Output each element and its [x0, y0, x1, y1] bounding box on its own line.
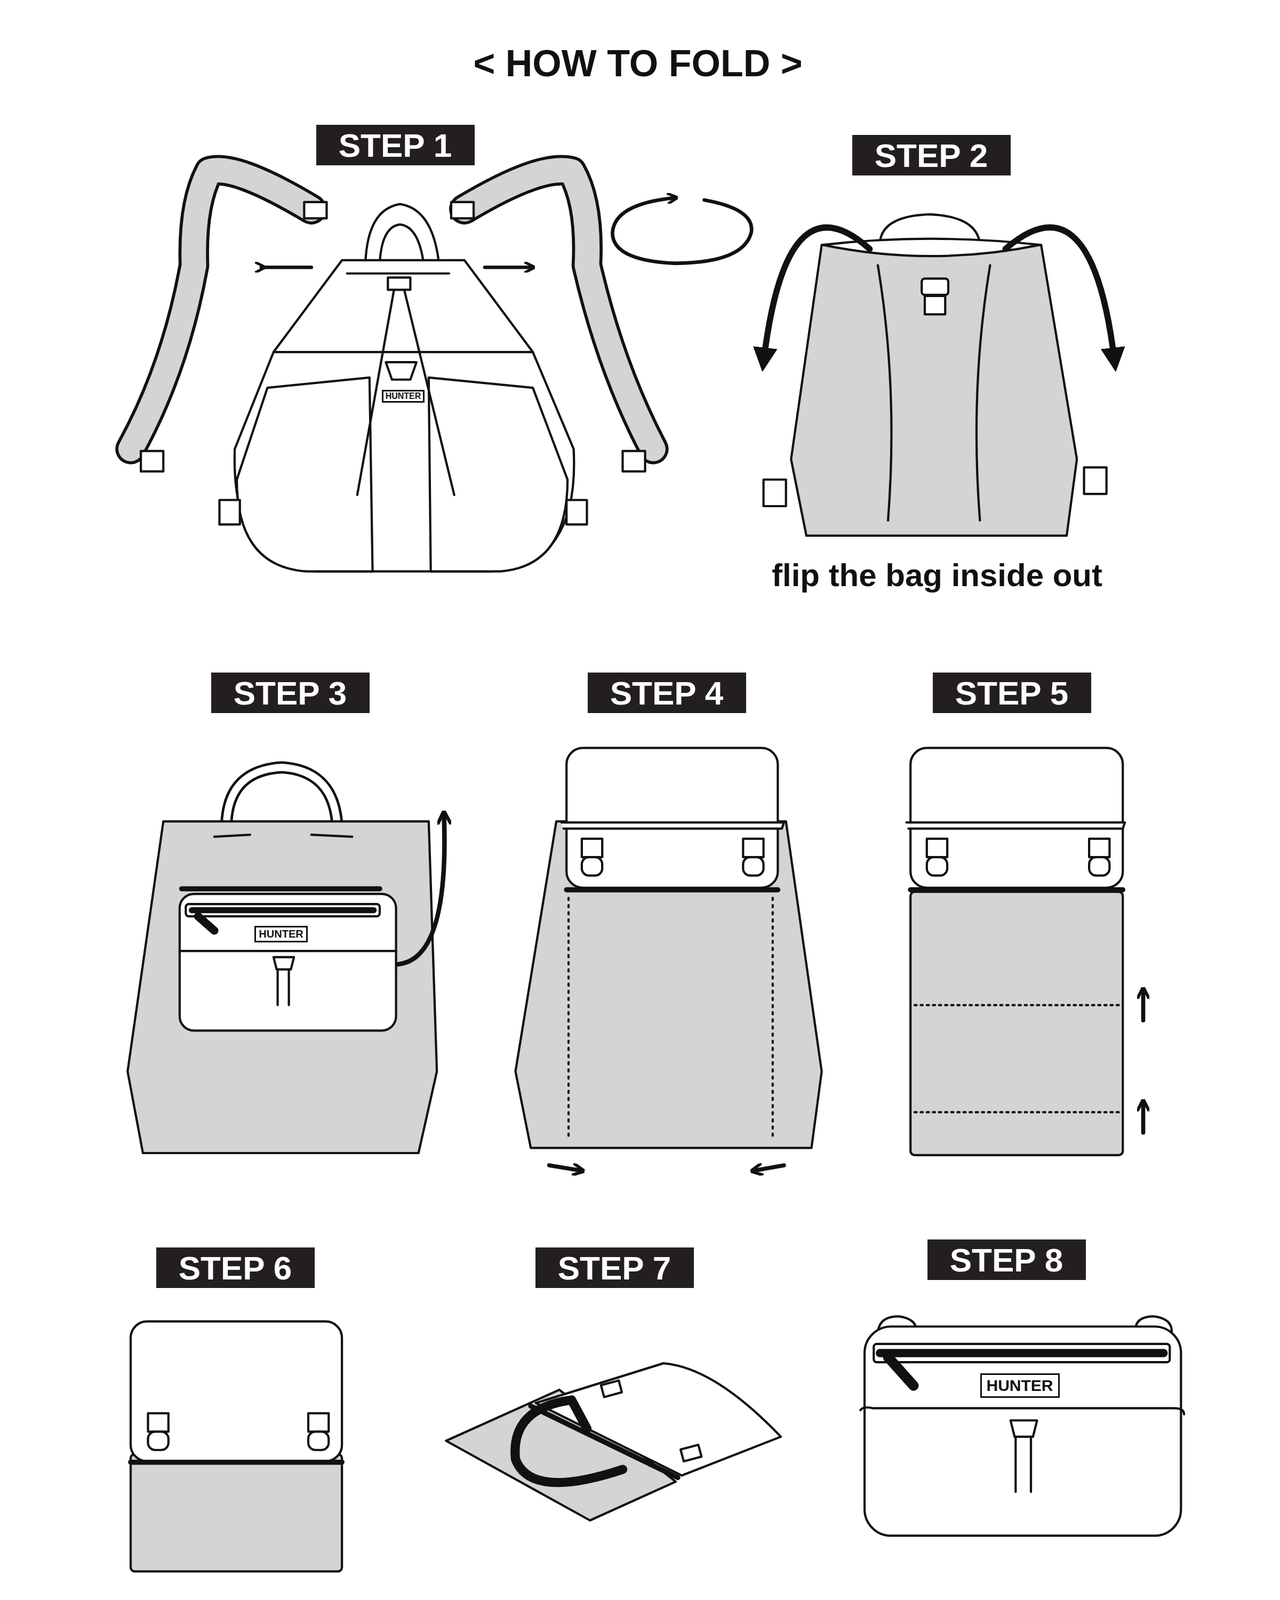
- node-text: HUNTER: [986, 1376, 1054, 1395]
- instruction-note: flip the bag inside out: [771, 556, 1103, 594]
- step-label: STEP 6: [156, 1247, 315, 1288]
- node-text: STEP 2: [874, 136, 989, 175]
- node-text: HUNTER: [258, 928, 303, 941]
- step-label: STEP 3: [211, 672, 370, 714]
- step-label: STEP 4: [587, 672, 747, 714]
- node-text: STEP 4: [610, 674, 724, 712]
- node-text: STEP 7: [557, 1249, 672, 1287]
- node-text: STEP 8: [949, 1241, 1064, 1279]
- node-text: STEP 6: [178, 1249, 293, 1287]
- step-label: STEP 1: [316, 124, 475, 166]
- step-label: STEP 7: [535, 1247, 694, 1288]
- brand-tag: HUNTER: [254, 925, 308, 943]
- page-title: < HOW TO FOLD >: [473, 42, 803, 85]
- brand-tag: HUNTER: [381, 389, 424, 403]
- step-label: STEP 5: [932, 672, 1092, 714]
- node-text: STEP 3: [233, 674, 348, 712]
- step-label: STEP 8: [927, 1239, 1086, 1280]
- brand-tag: HUNTER: [980, 1373, 1060, 1398]
- node-text: STEP 5: [955, 674, 1069, 712]
- node-text: STEP 1: [338, 126, 453, 165]
- node-text: HUNTER: [385, 391, 422, 402]
- step-label: STEP 2: [852, 134, 1011, 176]
